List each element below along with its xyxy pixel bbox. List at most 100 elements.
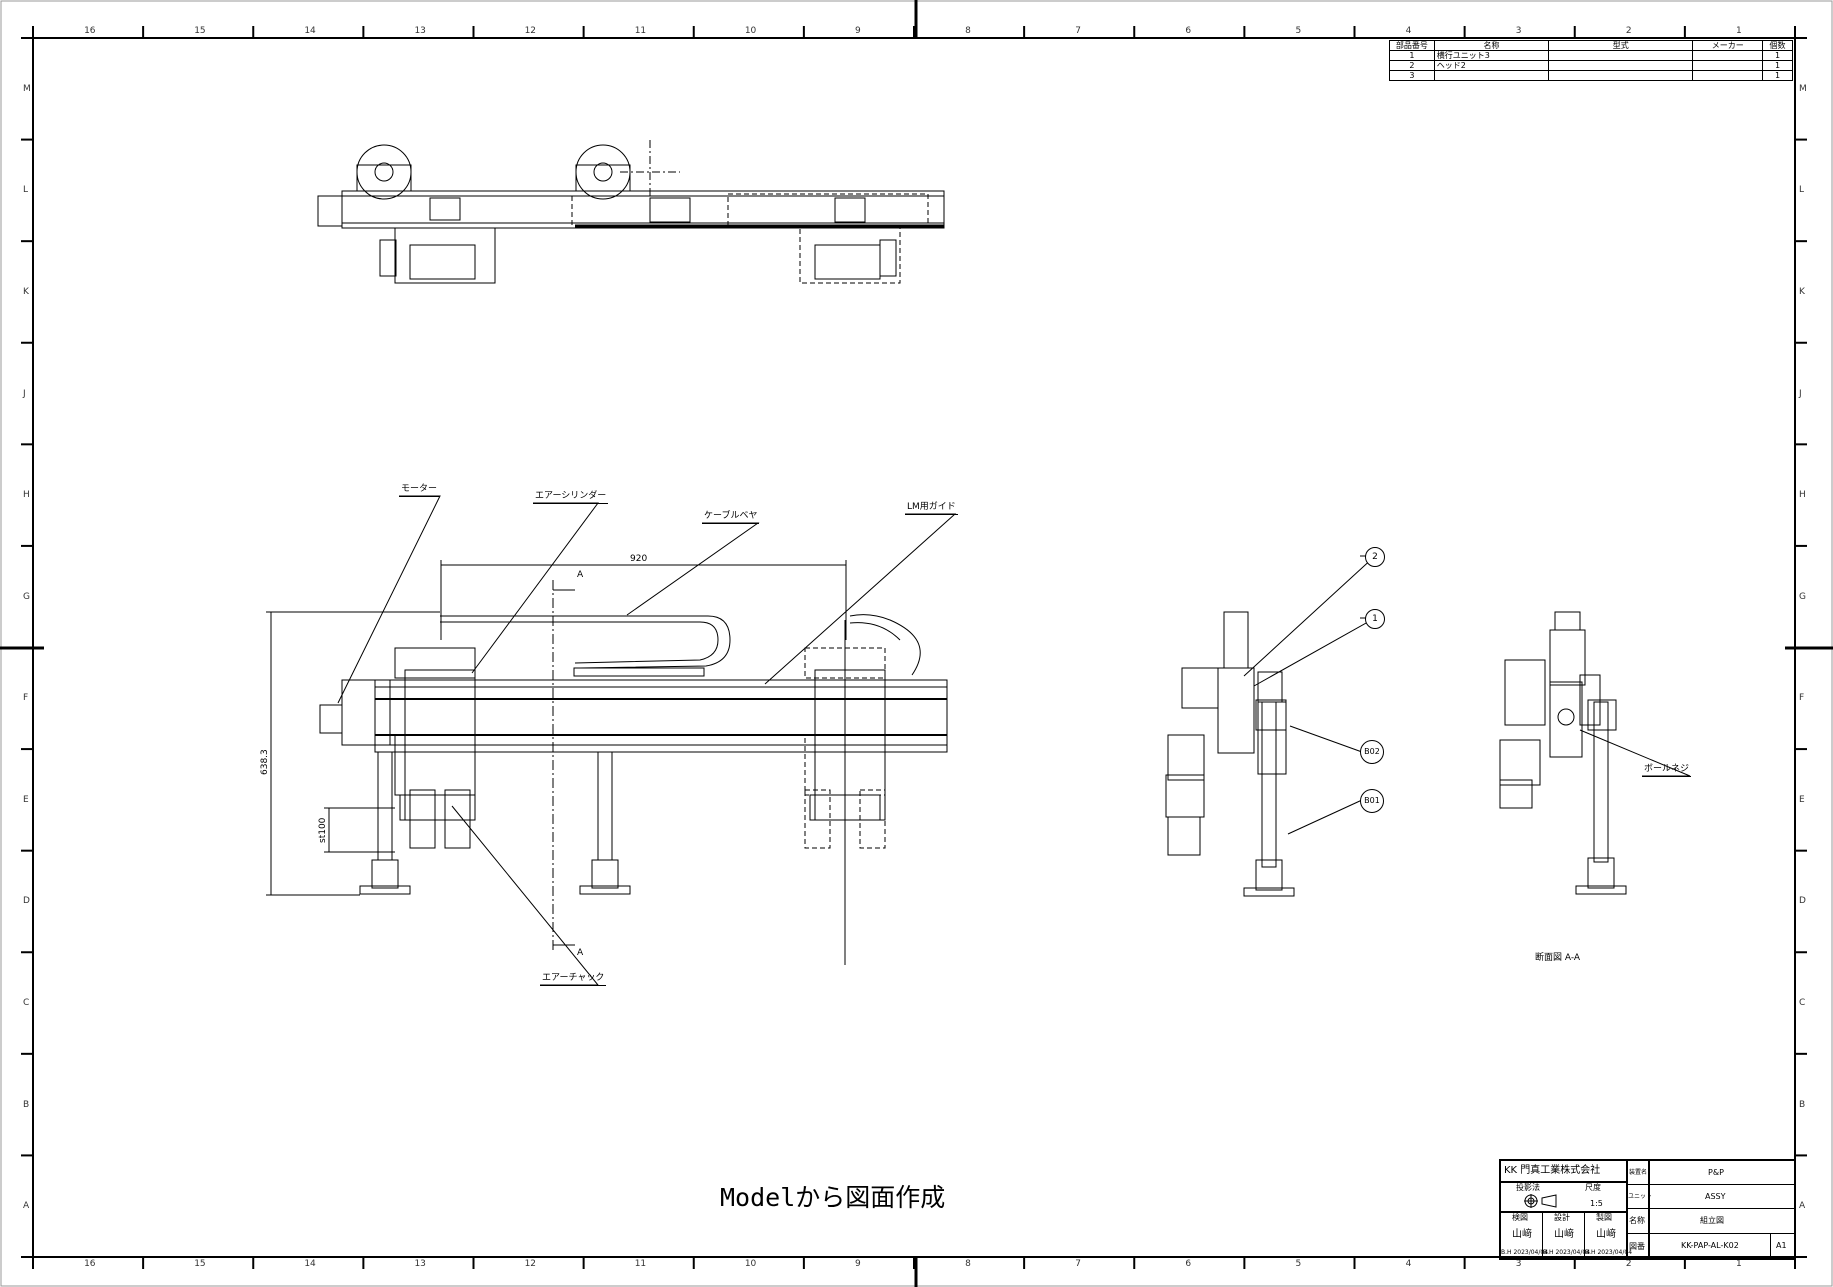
part-name: ヘッド2 (1433, 60, 1550, 71)
dimension-920: 920 (630, 554, 648, 564)
zone-column-label: 3 (1515, 26, 1522, 36)
table-row: 1 横行ユニット3 1 (1389, 50, 1793, 61)
zone-column-label: 11 (634, 26, 647, 36)
zone-row-label: H (1799, 490, 1806, 501)
balloon-2: 2 (1365, 547, 1385, 567)
zone-column-label: 12 (524, 1259, 537, 1269)
header-maker: メーカー (1692, 40, 1764, 51)
section-view-a-a (1499, 611, 1691, 895)
dimension-638: 638.3 (260, 749, 270, 775)
zone-column-label: 9 (854, 26, 861, 36)
zone-column-label: 6 (1185, 26, 1192, 36)
drawn-by: 山﨑 (1596, 1229, 1616, 1240)
table-row: 2 ヘッド2 1 (1389, 60, 1793, 71)
zone-row-label: G (1799, 591, 1806, 602)
zone-row-label: J (23, 388, 26, 399)
part-maker (1692, 50, 1764, 61)
zone-column-label: 12 (524, 26, 537, 36)
zone-row-label: K (23, 286, 29, 297)
section-mark-top: A (577, 570, 584, 580)
unit-label: ユニット (1628, 1193, 1653, 1200)
equipment-label: 装置名 (1629, 1169, 1648, 1176)
zone-column-label: 14 (304, 1259, 316, 1269)
annotation-motor: モーター (399, 484, 440, 497)
part-qty: 1 (1762, 70, 1793, 81)
zone-column-label: 5 (1295, 26, 1302, 36)
zone-row-label: L (1799, 185, 1805, 196)
section-title: 断面図 A-A (1535, 953, 1581, 963)
part-name: 横行ユニット3 (1433, 50, 1550, 61)
zone-row-label: J (1799, 388, 1802, 399)
zone-column-label: 5 (1295, 1259, 1302, 1269)
zone-column-label: 9 (854, 1259, 861, 1269)
drawn-label: 製図 (1596, 1213, 1612, 1222)
zone-column-label: 3 (1515, 1259, 1522, 1269)
designed-label: 設計 (1554, 1213, 1570, 1222)
zone-column-label: 4 (1405, 26, 1412, 36)
parts-list: 部品番号 名称 型式 メーカー 個数 1 横行ユニット3 1 2 ヘッド2 1 … (1389, 40, 1793, 81)
part-model (1548, 60, 1694, 71)
scale-label: 尺度 (1585, 1183, 1601, 1192)
inner-frame (32, 37, 1796, 1258)
top-view (317, 140, 945, 284)
zone-row-label: B (23, 1099, 30, 1110)
zone-column-label: 11 (634, 1259, 647, 1269)
zone-row-label: A (1799, 1201, 1806, 1212)
zone-column-label: 13 (414, 26, 426, 36)
zone-row-label: C (23, 998, 30, 1009)
zone-column-label: 8 (965, 26, 971, 36)
sheet-size: A1 (1776, 1241, 1787, 1250)
title-block: KK 門真工業株式会社 投影法 尺度 1:5 検図 設計 製図 山﨑 山﨑 山﨑… (1499, 1159, 1796, 1260)
zone-column-label: 7 (1075, 26, 1081, 36)
zone-row-label: A (23, 1201, 30, 1212)
zone-row-label: M (1799, 83, 1807, 94)
zone-column-label: 10 (744, 26, 757, 36)
zone-column-label: 15 (194, 26, 206, 36)
date-designed: B.H 2023/04/04 (1543, 1249, 1591, 1256)
zone-column-label: 2 (1625, 26, 1632, 36)
zone-row-label: G (23, 591, 30, 602)
balloon-b802: B02 (1360, 740, 1384, 764)
annotation-air-cylinder: エアーシリンダー (533, 491, 609, 504)
name-value: 組立図 (1700, 1216, 1724, 1225)
zone-row-label: D (23, 896, 30, 907)
zone-column-label: 16 (84, 1259, 96, 1269)
drawing-no-label: 図番 (1629, 1242, 1645, 1251)
zone-column-label: 4 (1405, 1259, 1412, 1269)
zone-column-label: 1 (1735, 1259, 1742, 1269)
zone-column-label: 14 (304, 26, 316, 36)
zone-column-label: 13 (414, 1259, 426, 1269)
company-name: KK 門真工業株式会社 (1504, 1165, 1601, 1176)
zone-row-label: D (1799, 896, 1806, 907)
zone-column-label: 7 (1075, 1259, 1081, 1269)
header-model: 型式 (1548, 40, 1694, 51)
name-label: 名称 (1629, 1216, 1645, 1225)
zone-row-label: H (23, 490, 30, 501)
part-qty: 1 (1762, 60, 1793, 71)
scale-value: 1:5 (1590, 1199, 1603, 1208)
annotation-air-chuck: エアーチャック (540, 973, 607, 986)
part-model (1548, 70, 1694, 81)
drawing-caption: Modelから図面作成 (720, 1183, 946, 1212)
zone-row-label: B (1799, 1099, 1806, 1110)
zone-column-label: 10 (744, 1259, 757, 1269)
side-view (1165, 555, 1377, 897)
parts-list-header: 部品番号 名称 型式 メーカー 個数 (1389, 40, 1793, 51)
header-part-no: 部品番号 (1389, 40, 1435, 51)
part-no: 2 (1389, 60, 1435, 71)
part-model (1548, 50, 1694, 61)
checked-label: 検図 (1512, 1213, 1528, 1222)
designed-by: 山﨑 (1554, 1229, 1574, 1240)
zone-column-label: 1 (1735, 26, 1742, 36)
zone-row-label: M (23, 83, 31, 94)
projection-icon (1524, 1194, 1558, 1211)
part-maker (1692, 60, 1764, 71)
zone-column-label: 6 (1185, 1259, 1192, 1269)
zone-row-label: E (1799, 794, 1805, 805)
date-drawn: B.H 2023/04/04 (1585, 1249, 1633, 1256)
equipment-value: P&P (1708, 1168, 1724, 1177)
balloon-1: 1 (1365, 609, 1385, 629)
annotation-cable-bear: ケーブルベヤ (702, 511, 760, 524)
zone-row-label: L (23, 185, 29, 196)
zone-row-label: K (1799, 286, 1805, 297)
